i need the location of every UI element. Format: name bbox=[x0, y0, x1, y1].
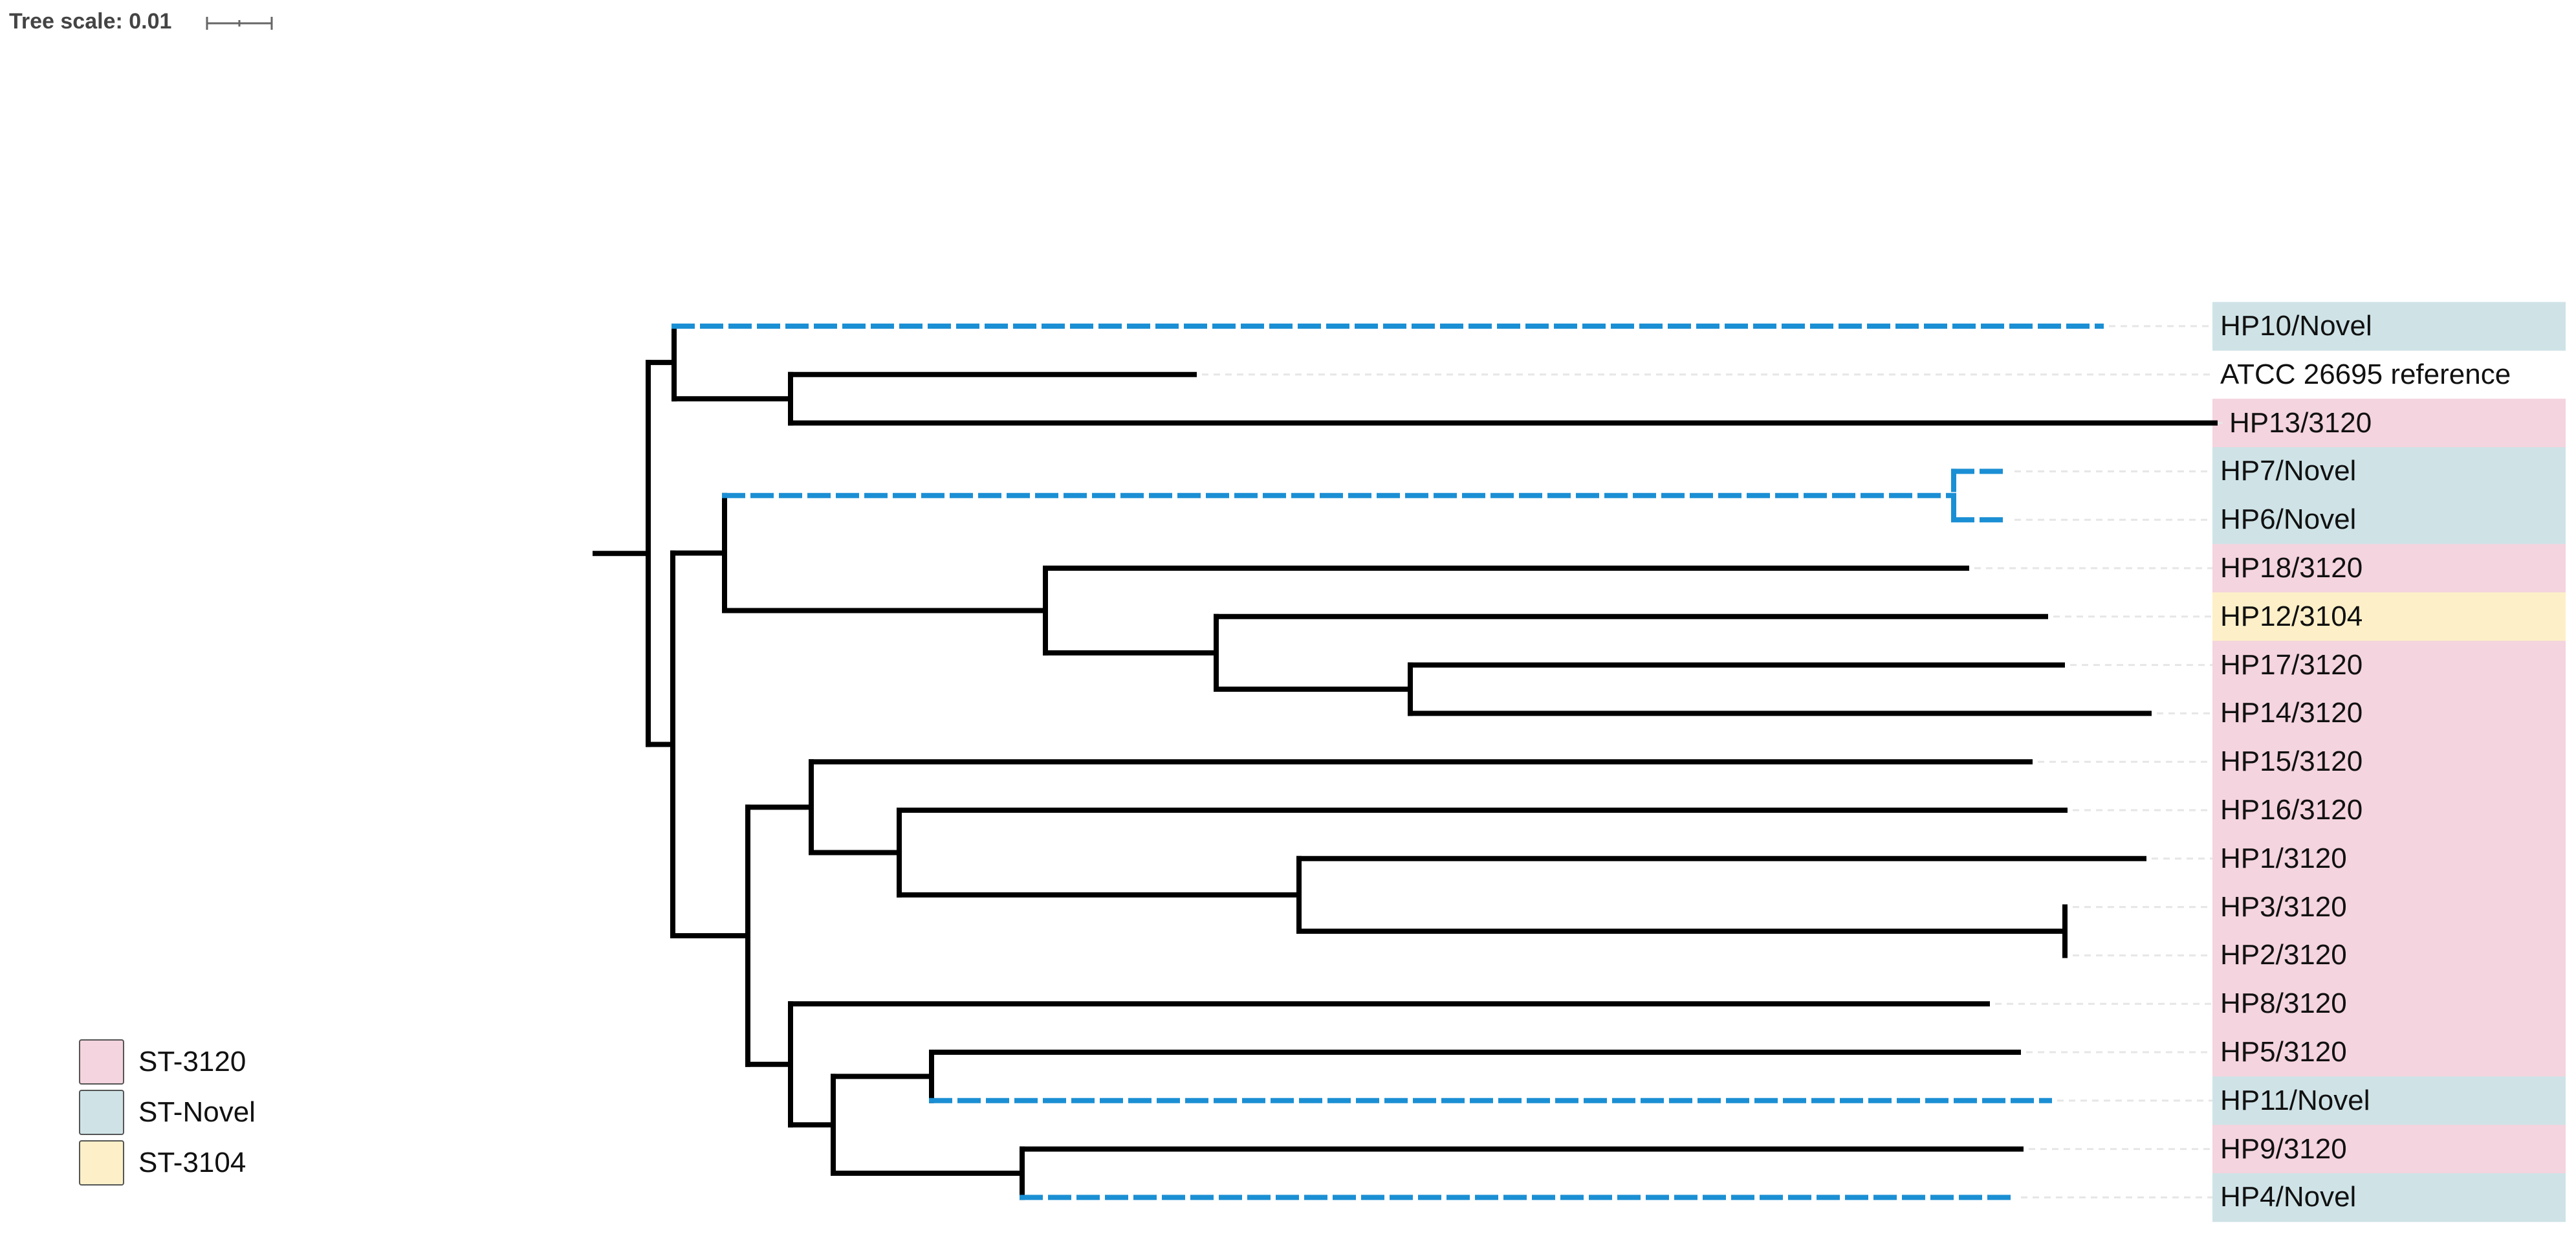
leaf-color-band bbox=[2212, 931, 2566, 980]
leaf-label: HP6/Novel bbox=[2220, 503, 2357, 536]
leaf-color-band bbox=[2212, 544, 2566, 593]
leaf-color-band bbox=[2212, 737, 2566, 787]
leaf-color-band bbox=[2212, 1028, 2566, 1077]
legend-swatch-st-novel bbox=[79, 1090, 124, 1135]
leaf-color-band bbox=[2212, 592, 2566, 641]
leaf-color-band bbox=[2212, 1173, 2566, 1222]
legend-label-st-3104: ST-3104 bbox=[138, 1147, 246, 1178]
leaf-color-band bbox=[2212, 1125, 2566, 1174]
tree-scale-bar bbox=[206, 17, 273, 30]
leaf-label: HP11/Novel bbox=[2220, 1084, 2370, 1116]
leaf-color-band bbox=[2212, 641, 2566, 690]
leaf-label: HP14/3120 bbox=[2220, 697, 2363, 729]
leaf-label: HP16/3120 bbox=[2220, 794, 2363, 826]
leaf-label: HP15/3120 bbox=[2220, 745, 2363, 778]
leaf-color-band bbox=[2212, 1076, 2566, 1125]
leaf-color-band bbox=[2212, 834, 2566, 883]
legend-swatch-st-3104 bbox=[79, 1140, 124, 1186]
leaf-label: HP2/3120 bbox=[2220, 939, 2347, 971]
leaf-label: HP17/3120 bbox=[2220, 648, 2363, 681]
leaf-color-band bbox=[2212, 399, 2566, 448]
leaf-color-band bbox=[2212, 689, 2566, 738]
leaf-color-band bbox=[2212, 447, 2566, 496]
legend-label-st-novel: ST-Novel bbox=[138, 1096, 256, 1128]
legend-label-st-3120: ST-3120 bbox=[138, 1046, 246, 1077]
leaf-label: HP13/3120 bbox=[2229, 406, 2372, 439]
leaf-label: HP8/3120 bbox=[2220, 988, 2347, 1020]
leaf-color-band bbox=[2212, 495, 2566, 545]
leaf-color-band bbox=[2212, 883, 2566, 932]
leaf-color-band bbox=[2212, 786, 2566, 835]
leaf-color-band bbox=[2212, 979, 2566, 1029]
leaf-label: HP18/3120 bbox=[2220, 552, 2363, 584]
legend-swatch-st-3120 bbox=[79, 1039, 124, 1085]
leaf-label: HP7/Novel bbox=[2220, 455, 2357, 487]
leaf-label: HP3/3120 bbox=[2220, 890, 2347, 923]
leaf-label: ATCC 26695 reference bbox=[2220, 358, 2511, 390]
leaf-color-band bbox=[2212, 302, 2566, 351]
leaf-label: HP5/3120 bbox=[2220, 1036, 2347, 1068]
tree-scale-label: Tree scale: 0.01 bbox=[9, 9, 172, 34]
leaf-label: HP4/Novel bbox=[2220, 1181, 2357, 1213]
leaf-label: HP12/3104 bbox=[2220, 600, 2363, 632]
leaf-label: HP10/Novel bbox=[2220, 310, 2372, 342]
leaf-label: HP1/3120 bbox=[2220, 842, 2347, 874]
leaf-label: HP9/3120 bbox=[2220, 1132, 2347, 1165]
